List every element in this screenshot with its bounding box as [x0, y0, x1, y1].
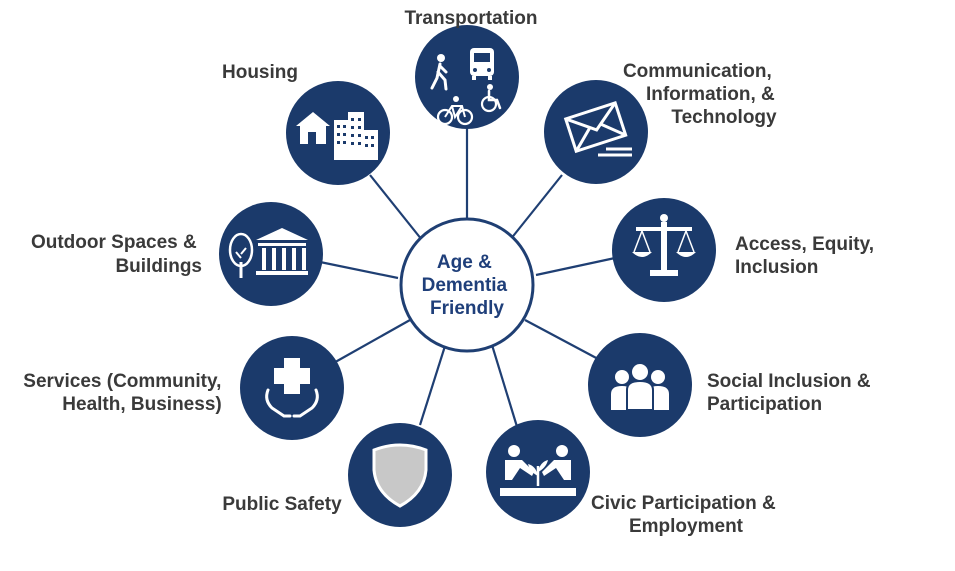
- center-line-2: Dementia: [422, 275, 508, 296]
- center-title: Age & Dementia Friendly: [422, 252, 513, 319]
- label-safety: Public Safety: [222, 494, 342, 515]
- center-circle: [399, 217, 535, 353]
- label-services: Services (Community, Health, Business): [23, 371, 226, 415]
- transportation-icon: [430, 48, 502, 126]
- node-outdoor: Outdoor Spaces & Buildings: [31, 202, 323, 306]
- node-housing: Housing: [222, 62, 390, 185]
- spoke-social: [524, 319, 601, 361]
- node-transportation: Transportation: [404, 8, 538, 129]
- label-communication: Communication, Information, & Technology: [623, 61, 780, 128]
- spoke-communication: [509, 174, 563, 241]
- house-buildings-icon: [296, 112, 378, 160]
- spoke-civic: [490, 344, 520, 431]
- node-access: Access, Equity, Inclusion: [612, 198, 879, 302]
- node-safety: Public Safety: [222, 423, 452, 527]
- envelope-icon: [563, 100, 632, 157]
- people-group-icon: [611, 364, 669, 411]
- label-outdoor: Outdoor Spaces & Buildings: [31, 232, 202, 277]
- spoke-safety: [418, 345, 447, 426]
- node-circle-transportation: [415, 25, 519, 129]
- node-social: Social Inclusion & Participation: [588, 333, 876, 437]
- node-circle-outdoor: [219, 202, 323, 306]
- scales-icon: [632, 214, 696, 276]
- spoke-services: [329, 319, 411, 366]
- center-hub: Age & Dementia Friendly: [399, 217, 535, 353]
- node-communication: Communication, Information, & Technology: [544, 61, 780, 184]
- spoke-housing: [369, 174, 423, 241]
- node-services: Services (Community, Health, Business): [23, 336, 344, 440]
- spoke-access: [535, 256, 616, 277]
- spokes: [319, 125, 616, 431]
- medical-cross-hands-icon: [265, 358, 319, 418]
- center-line-1: Age &: [437, 252, 492, 273]
- node-civic: Civic Participation & Employment: [486, 420, 781, 537]
- label-transportation: Transportation: [404, 8, 537, 29]
- label-access: Access, Equity, Inclusion: [735, 234, 879, 278]
- label-social: Social Inclusion & Participation: [707, 371, 876, 415]
- label-housing: Housing: [222, 62, 298, 83]
- label-civic: Civic Participation & Employment: [591, 493, 781, 537]
- shield-icon: [372, 443, 428, 508]
- spoke-outdoor: [319, 260, 399, 280]
- center-line-3: Friendly: [430, 298, 504, 319]
- tree-building-icon: [228, 228, 308, 278]
- planting-hands-icon: [500, 445, 576, 496]
